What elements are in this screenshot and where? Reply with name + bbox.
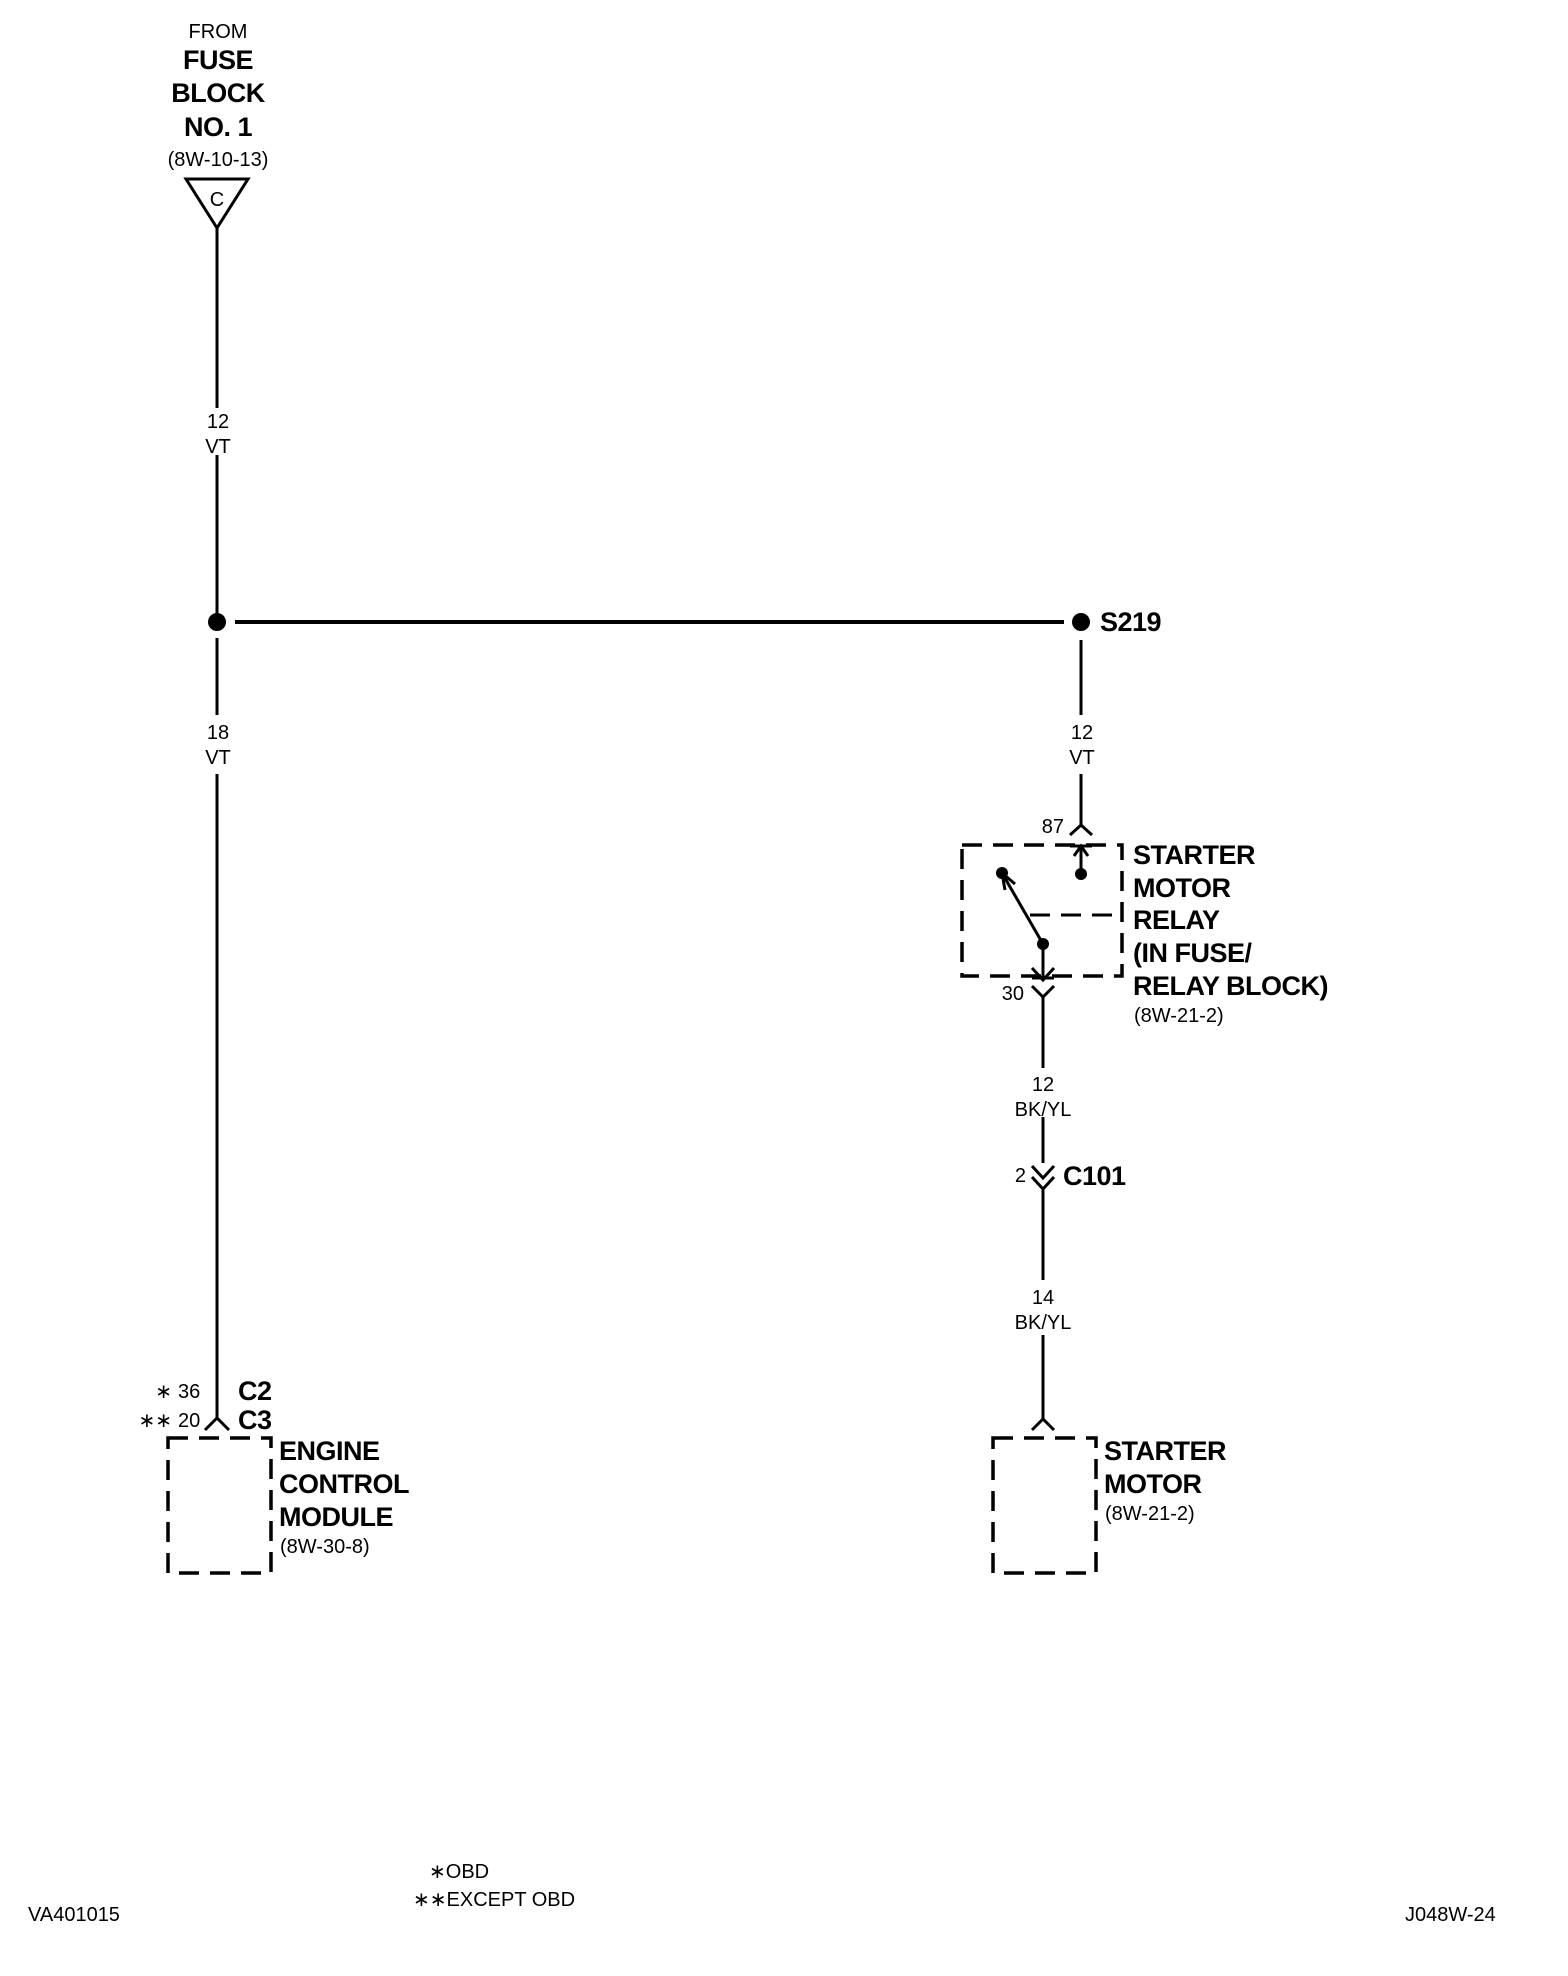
relay-contact-dot-upper [1075, 868, 1087, 880]
junction-dot [208, 613, 226, 631]
relay-pin30-chevron [1030, 984, 1056, 1000]
ecm-mark-except-obd: ∗∗ [138, 1410, 172, 1432]
relay-dashed-box [960, 843, 1124, 978]
legend-except-obd: ∗∗EXCEPT OBD [413, 1889, 576, 1911]
relay-switch-arm [1000, 872, 1045, 945]
relay-name-line2: MOTOR [1133, 873, 1231, 903]
ecm-connector-c2: C2 [238, 1376, 272, 1406]
relay-contact-87-arrow [1070, 843, 1092, 857]
relay-contact-30-arrow [1030, 966, 1056, 983]
ecm-name-line2: CONTROL [279, 1469, 409, 1499]
starter-dashed-box [991, 1436, 1098, 1575]
relay-pin87-chevron [1068, 822, 1094, 837]
relay-pin-87: 87 [1041, 816, 1064, 838]
relay-name-line4: (IN FUSE/ [1133, 938, 1252, 968]
wire-ecm-color: VT [205, 747, 231, 769]
source-name-line3: NO. 1 [183, 112, 253, 142]
relay-name-line1: STARTER [1133, 840, 1256, 870]
source-name-line1: FUSE [182, 45, 254, 75]
relay-pivot-dot [996, 867, 1008, 879]
starter-ref: (8W-21-2) [1105, 1503, 1195, 1525]
c101-label: C101 [1063, 1161, 1126, 1191]
ecm-connector-chevron [203, 1415, 231, 1432]
starter-connector-chevron [1030, 1416, 1056, 1432]
wire-starter-color: BK/YL [1014, 1312, 1072, 1334]
source-from-label: FROM [188, 21, 248, 43]
source-name-line2: BLOCK [171, 78, 265, 108]
wire-relay-out-gauge: 12 [1031, 1074, 1055, 1096]
relay-ref: (8W-21-2) [1134, 1005, 1224, 1027]
source-ref: (8W-10-13) [167, 149, 269, 171]
wire-relay-feed-gauge: 12 [1070, 722, 1094, 744]
wire-main-gauge: 12 [206, 411, 230, 433]
ecm-pin-except-obd: 20 [178, 1410, 201, 1432]
splice-s219-dot [1072, 613, 1090, 631]
fuse-block-connector-triangle [183, 177, 251, 231]
relay-name-line3: RELAY [1133, 905, 1220, 935]
footer-right-code: J048W-24 [1405, 1904, 1496, 1926]
ecm-name-line1: ENGINE [279, 1436, 380, 1466]
c101-pin: 2 [1014, 1165, 1026, 1187]
ecm-pin-obd: 36 [178, 1381, 201, 1403]
wire-relay-out-color: BK/YL [1014, 1099, 1072, 1121]
wire-main-color: VT [205, 436, 231, 458]
ecm-name-line3: MODULE [279, 1502, 394, 1532]
legend-obd: ∗OBD [429, 1861, 490, 1883]
splice-label: S219 [1100, 607, 1162, 637]
wire-relay-feed-color: VT [1069, 747, 1095, 769]
relay-name-line5: RELAY BLOCK) [1133, 971, 1329, 1001]
ecm-connector-c3: C3 [238, 1405, 272, 1435]
source-connector-letter: C [209, 189, 225, 211]
wire-starter-gauge: 14 [1031, 1287, 1055, 1309]
ecm-dashed-box [166, 1436, 273, 1575]
starter-name-line1: STARTER [1104, 1436, 1227, 1466]
ecm-ref: (8W-30-8) [280, 1536, 370, 1558]
relay-contact-dot-lower [1037, 938, 1049, 950]
wire-ecm-gauge: 18 [206, 722, 230, 744]
starter-name-line2: MOTOR [1104, 1469, 1202, 1499]
ecm-mark-obd: ∗ [155, 1381, 172, 1403]
footer-left-code: VA401015 [28, 1904, 120, 1926]
c101-connector-chevron [1030, 1164, 1056, 1192]
relay-pin-30: 30 [1001, 983, 1024, 1005]
